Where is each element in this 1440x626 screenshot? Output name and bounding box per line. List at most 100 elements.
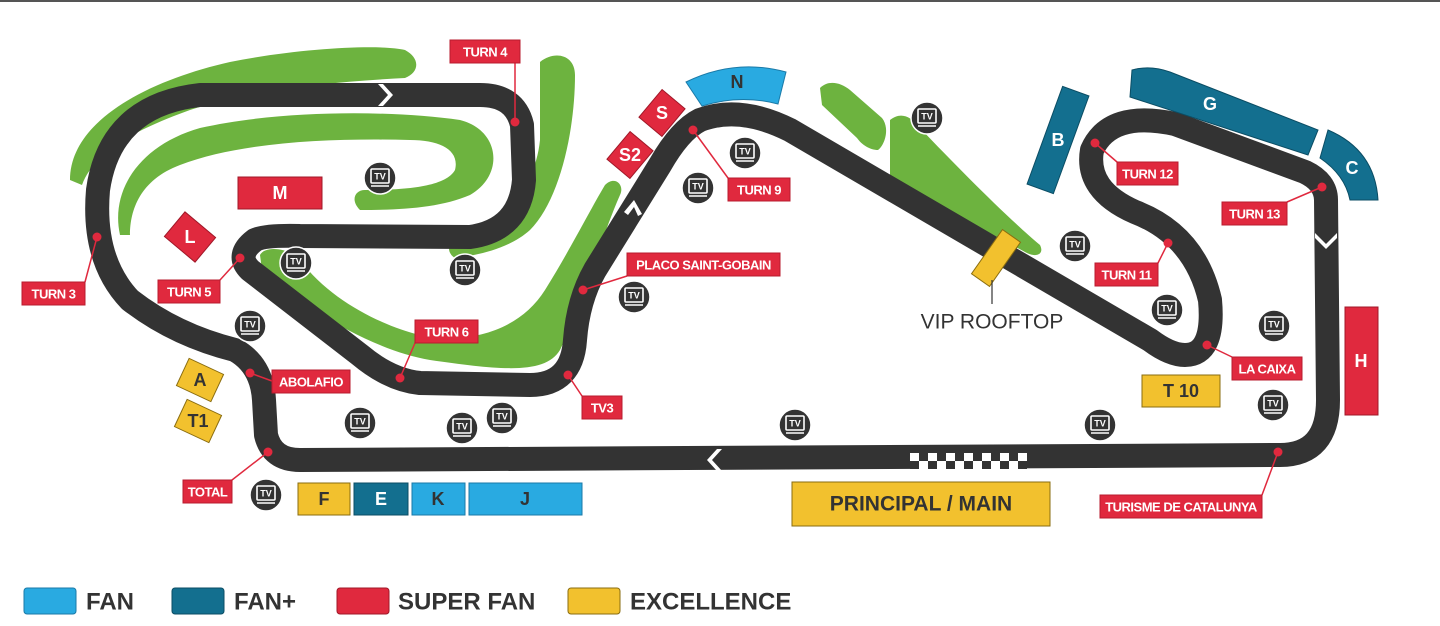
tv-label: TV xyxy=(496,412,508,422)
corner-marker xyxy=(235,253,245,263)
tv-label: TV xyxy=(739,147,751,157)
grass-area xyxy=(890,115,1042,256)
grandstand-c-label: C xyxy=(1346,158,1359,178)
tv-label: TV xyxy=(1267,399,1279,409)
leader-line xyxy=(1094,142,1118,163)
arrow-icon xyxy=(378,84,393,106)
legend-swatch-super-fan xyxy=(336,587,390,615)
grandstand-e[interactable] xyxy=(353,482,409,516)
tv-screen-icon: TV xyxy=(778,408,812,442)
corner-marker xyxy=(1273,447,1283,457)
grandstand-t1[interactable]: T1 xyxy=(173,398,223,444)
legend-swatch-excellence xyxy=(567,587,621,615)
corner-turn-12[interactable]: TURN 12 xyxy=(1090,138,1179,186)
tv-label: TV xyxy=(692,182,704,192)
corner-marker xyxy=(92,232,102,242)
direction-arrows xyxy=(378,84,1337,471)
race-track xyxy=(85,83,1340,472)
checker-square xyxy=(964,461,973,469)
checker-square xyxy=(973,461,982,469)
tv-screen-icon: TV xyxy=(233,309,267,343)
tv-screen-icon: TV xyxy=(617,280,651,314)
corner-label: ABOLAFIO xyxy=(279,375,343,390)
checker-square xyxy=(937,453,946,461)
corner-label: TV3 xyxy=(591,401,614,416)
tv-screen-icon: TV xyxy=(363,161,397,195)
leader-line xyxy=(399,342,416,379)
grandstand-t10[interactable] xyxy=(1141,374,1221,408)
grandstand-k-label: K xyxy=(432,489,445,509)
checker-square xyxy=(964,453,973,461)
grandstand-e-label: E xyxy=(375,489,387,509)
grandstand-s2-label: S2 xyxy=(619,145,641,165)
grandstand-f[interactable] xyxy=(297,482,351,516)
corner-abolafio[interactable]: ABOLAFIO xyxy=(245,368,351,394)
legend-label-fan: FAN xyxy=(86,589,134,616)
grandstand-m[interactable] xyxy=(237,176,323,210)
checker-square xyxy=(928,453,937,461)
grandstand-s[interactable]: S xyxy=(638,88,686,138)
checker-square xyxy=(955,453,964,461)
legend-swatch-fan-plus xyxy=(171,587,225,615)
grandstand-h-label: H xyxy=(1355,351,1368,371)
corner-label: TURN 4 xyxy=(463,45,508,60)
corner-turisme-de-catalunya[interactable]: TURISME DE CATALUNYA xyxy=(1099,447,1283,519)
checker-square xyxy=(982,453,991,461)
corner-turn-6[interactable]: TURN 6 xyxy=(395,319,479,383)
leader-line xyxy=(219,257,241,281)
grandstand-vip-rooftop[interactable] xyxy=(970,228,1022,288)
checker-square xyxy=(1018,453,1027,461)
corner-turn-5[interactable]: TURN 5 xyxy=(157,253,245,304)
grandstand-main[interactable] xyxy=(791,481,1051,527)
corner-turn-3[interactable]: TURN 3 xyxy=(21,232,102,306)
tv-screen-icon: TV xyxy=(485,401,519,435)
grandstand-main-label: PRINCIPAL / MAIN xyxy=(830,493,1012,516)
tv-label: TV xyxy=(290,257,302,267)
grandstand-g[interactable] xyxy=(1129,67,1319,156)
grandstand-h[interactable] xyxy=(1344,306,1379,416)
corner-marker xyxy=(688,125,698,135)
grandstand-b[interactable]: B xyxy=(1026,85,1090,195)
corner-marker xyxy=(263,447,273,457)
start-finish-line xyxy=(910,453,1027,469)
grandstand-l[interactable]: L xyxy=(163,211,217,263)
grandstand-k[interactable] xyxy=(411,482,466,516)
grandstand-c[interactable] xyxy=(1319,129,1379,201)
leader-line xyxy=(1286,186,1323,203)
grandstand-s2[interactable]: S2 xyxy=(606,130,654,180)
corner-turn-9[interactable]: TURN 9 xyxy=(688,125,791,202)
checker-square xyxy=(1000,461,1009,469)
checker-square xyxy=(955,461,964,469)
corner-label-box xyxy=(1231,356,1303,381)
tv-screen-icon: TV xyxy=(1058,229,1092,263)
tv-screen-icon: TV xyxy=(279,246,313,280)
grandstand-l-label: L xyxy=(185,227,196,247)
grandstand-a[interactable]: A xyxy=(175,357,225,403)
checker-square xyxy=(1018,461,1027,469)
leader-line xyxy=(582,275,628,291)
grandstands: M L S2 S N B G C H T 10 A xyxy=(163,66,1379,527)
corner-turn-4[interactable]: TURN 4 xyxy=(449,39,521,127)
corner-tv3[interactable]: TV3 xyxy=(563,370,623,420)
leader-line xyxy=(692,129,729,179)
grass-area xyxy=(118,113,494,235)
tv-label: TV xyxy=(260,489,272,499)
corner-turn-13[interactable]: TURN 13 xyxy=(1221,182,1327,226)
grandstand-g-label: G xyxy=(1203,94,1217,114)
corner-label: TURN 11 xyxy=(1102,268,1152,283)
corner-total[interactable]: TOTAL xyxy=(182,447,273,504)
tv-screen-icon: TV xyxy=(1083,408,1117,442)
tv-label: TV xyxy=(459,264,471,274)
corner-label-box xyxy=(21,281,86,306)
corner-placo-saint-gobain[interactable]: PLACO SAINT-GOBAIN xyxy=(578,252,781,295)
corner-turn-11[interactable]: TURN 11 xyxy=(1094,238,1173,287)
corner-label-box xyxy=(1099,494,1263,519)
corner-la-caixa[interactable]: LA CAIXA xyxy=(1202,340,1303,381)
tv-screen-icon: TV xyxy=(448,253,482,287)
grandstand-n[interactable] xyxy=(685,66,787,107)
arrow-icon xyxy=(1315,233,1337,249)
grandstand-j[interactable] xyxy=(468,482,583,516)
tv-label: TV xyxy=(1094,419,1106,429)
tv-label: TV xyxy=(1069,240,1081,250)
corner-label-box xyxy=(626,252,781,277)
